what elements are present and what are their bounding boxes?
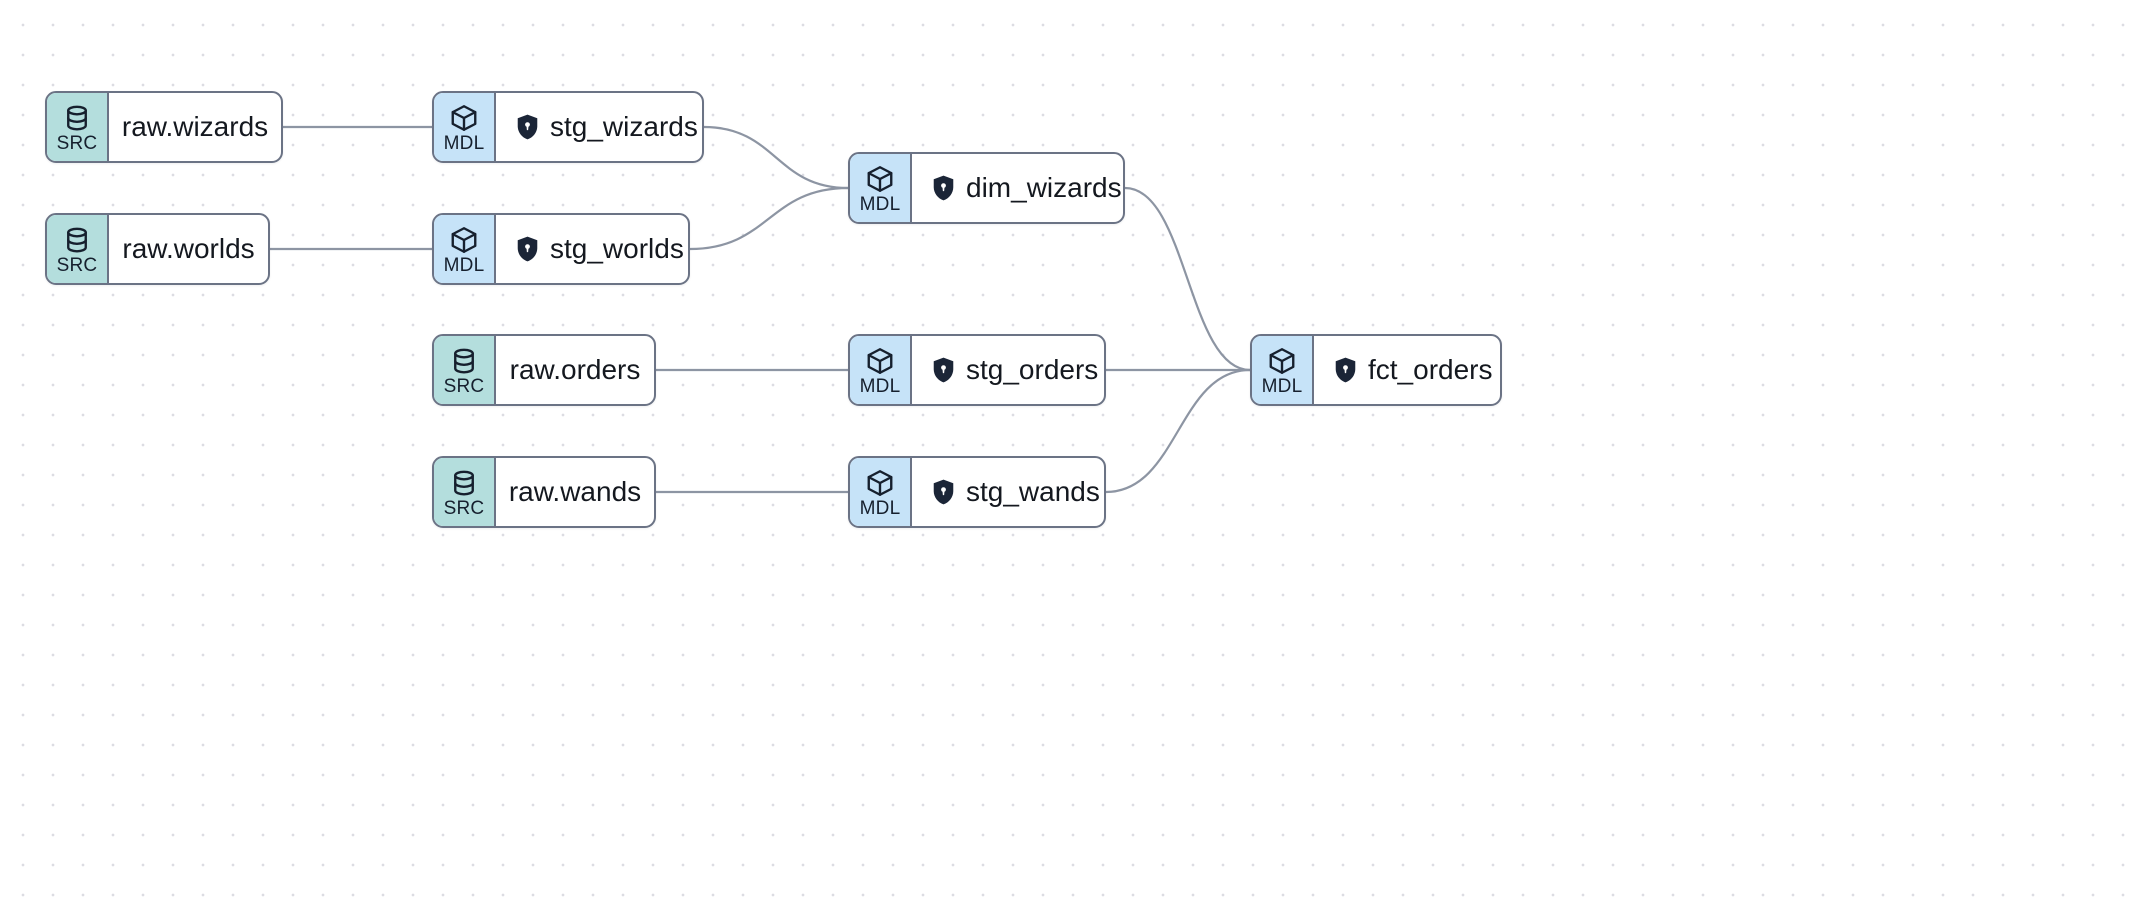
node-label: stg_orders <box>966 354 1099 385</box>
badge-label: MDL <box>443 132 485 154</box>
database-icon <box>62 225 92 255</box>
badge-label: MDL <box>1261 375 1303 397</box>
cube-icon <box>449 103 479 133</box>
node-body: raw.orders <box>496 336 654 404</box>
node-label: raw.worlds <box>122 233 255 264</box>
node-type-badge-model: MDL <box>850 458 912 526</box>
cube-icon <box>865 164 895 194</box>
cube-icon <box>865 346 895 376</box>
node-body: fct_orders <box>1314 336 1500 404</box>
node-body: raw.worlds <box>109 215 268 283</box>
node-body: stg_orders <box>912 336 1104 404</box>
node-type-badge-model: MDL <box>1252 336 1314 404</box>
node-label: raw.wizards <box>121 111 269 142</box>
node-body: stg_wands <box>912 458 1104 526</box>
shield-lock-icon <box>932 357 955 383</box>
lineage-edge <box>1104 368 1252 494</box>
lineage-node-raw-worlds[interactable]: SRC raw.worlds <box>45 213 270 285</box>
lineage-edge <box>1123 186 1252 372</box>
node-body: stg_wizards <box>496 93 702 161</box>
badge-label: SRC <box>56 254 98 276</box>
shield-lock-icon <box>1334 357 1357 383</box>
shield-lock-icon <box>516 236 539 262</box>
node-label: dim_wizards <box>966 172 1122 203</box>
lineage-node-dim-wizards[interactable]: MDL dim_wizards <box>848 152 1125 224</box>
database-icon <box>449 346 479 376</box>
badge-label: MDL <box>859 375 901 397</box>
database-icon <box>449 468 479 498</box>
node-label: stg_wizards <box>550 111 698 142</box>
node-type-badge-model: MDL <box>434 93 496 161</box>
shield-lock-icon <box>932 479 955 505</box>
node-body: dim_wizards <box>912 154 1123 222</box>
badge-label: SRC <box>56 132 98 154</box>
node-body: raw.wands <box>496 458 654 526</box>
node-type-badge-model: MDL <box>850 336 912 404</box>
badge-label: SRC <box>443 497 485 519</box>
lineage-edge <box>702 125 850 190</box>
badge-label: MDL <box>859 497 901 519</box>
badge-label: MDL <box>859 193 901 215</box>
node-label: stg_worlds <box>550 233 684 264</box>
lineage-node-stg-wands[interactable]: MDL stg_wands <box>848 456 1106 528</box>
badge-label: SRC <box>443 375 485 397</box>
lineage-node-raw-orders[interactable]: SRC raw.orders <box>432 334 656 406</box>
node-type-badge-source: SRC <box>434 458 496 526</box>
lineage-node-stg-orders[interactable]: MDL stg_orders <box>848 334 1106 406</box>
node-label: fct_orders <box>1368 354 1493 385</box>
node-body: stg_worlds <box>496 215 688 283</box>
cube-icon <box>865 468 895 498</box>
lineage-node-stg-wizards[interactable]: MDL stg_wizards <box>432 91 704 163</box>
node-type-badge-model: MDL <box>850 154 912 222</box>
lineage-node-raw-wands[interactable]: SRC raw.wands <box>432 456 656 528</box>
node-type-badge-source: SRC <box>434 336 496 404</box>
cube-icon <box>1267 346 1297 376</box>
node-type-badge-source: SRC <box>47 93 109 161</box>
node-label: raw.wands <box>508 476 642 507</box>
lineage-node-raw-wizards[interactable]: SRC raw.wizards <box>45 91 283 163</box>
cube-icon <box>449 225 479 255</box>
node-body: raw.wizards <box>109 93 281 161</box>
shield-lock-icon <box>516 114 539 140</box>
lineage-node-stg-worlds[interactable]: MDL stg_worlds <box>432 213 690 285</box>
node-type-badge-source: SRC <box>47 215 109 283</box>
node-label: raw.orders <box>509 354 641 385</box>
shield-lock-icon <box>932 175 955 201</box>
database-icon <box>62 103 92 133</box>
badge-label: MDL <box>443 254 485 276</box>
lineage-node-fct-orders[interactable]: MDL fct_orders <box>1250 334 1502 406</box>
node-type-badge-model: MDL <box>434 215 496 283</box>
lineage-edge <box>688 186 850 251</box>
node-label: stg_wands <box>966 476 1100 507</box>
